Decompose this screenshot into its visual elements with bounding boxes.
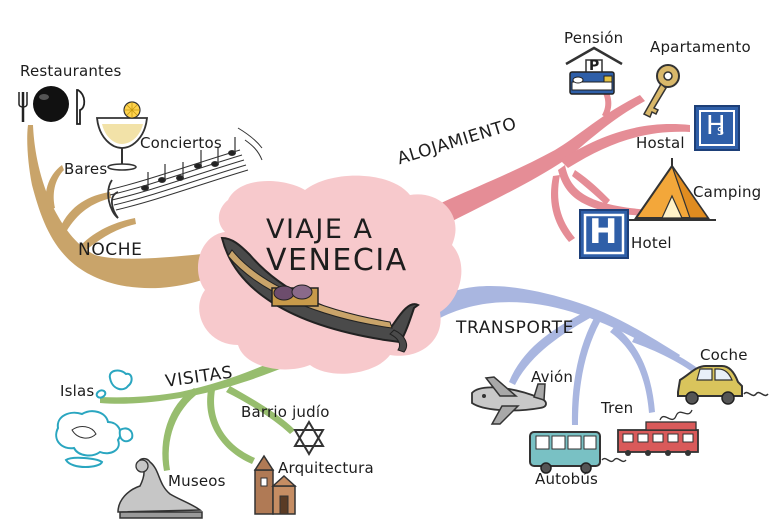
item-avion: Avión (531, 368, 574, 386)
music-staff-icon (107, 127, 263, 219)
gondola-icon (220, 236, 420, 353)
hotel-sign-letter: H (589, 212, 618, 252)
item-tren: Tren (601, 399, 634, 417)
car-icon (677, 365, 769, 405)
item-barrio-judio: Barrio judío (241, 403, 330, 421)
pension-bed-icon (565, 46, 623, 95)
item-conciertos: Conciertos (140, 134, 222, 152)
item-apartamento: Apartamento (650, 38, 751, 56)
center-title-line1: VIAJE A (266, 214, 374, 245)
item-hotel: Hotel (631, 234, 672, 252)
hostal-sign-letter: H (706, 111, 726, 141)
star-of-david-icon (293, 420, 325, 456)
item-autobus: Autobús (535, 470, 599, 488)
cocktail-glass-icon (96, 101, 148, 171)
camping-tent-icon (628, 158, 716, 221)
item-pension: Pensión (564, 29, 624, 47)
branch-visitas (100, 342, 320, 471)
item-restaurantes: Restaurantes (20, 62, 122, 80)
hotel-sign-icon (579, 209, 629, 259)
item-hostal: Hostal (636, 134, 685, 152)
train-icon (617, 409, 699, 456)
airplane-icon (471, 376, 547, 425)
center-title-line2: VENECIA (266, 243, 408, 278)
item-coche: Coche (700, 346, 748, 364)
islands-icon (55, 369, 134, 468)
hostal-sign-sub: S (717, 125, 725, 138)
branch-label-noche: NOCHE (78, 240, 143, 260)
branch-noche (27, 125, 228, 318)
center-title: VIAJE A VENECIA (266, 214, 408, 276)
branch-label-transporte: TRANSPORTE (456, 318, 574, 338)
key-icon (642, 64, 680, 119)
branch-transporte (435, 286, 710, 425)
item-camping: Camping (693, 183, 762, 201)
item-bares: Bares (64, 160, 108, 178)
item-arquitectura: Arquitectura (278, 459, 374, 477)
bus-icon (529, 431, 627, 474)
church-icon (253, 454, 297, 515)
restaurant-plate-icon (18, 86, 86, 125)
sculpture-icon (117, 457, 203, 519)
pension-sign-letter: P (589, 58, 600, 74)
item-museos: Museos (168, 472, 226, 490)
hostal-sign-icon (694, 105, 740, 151)
item-islas: Islas (60, 382, 95, 400)
